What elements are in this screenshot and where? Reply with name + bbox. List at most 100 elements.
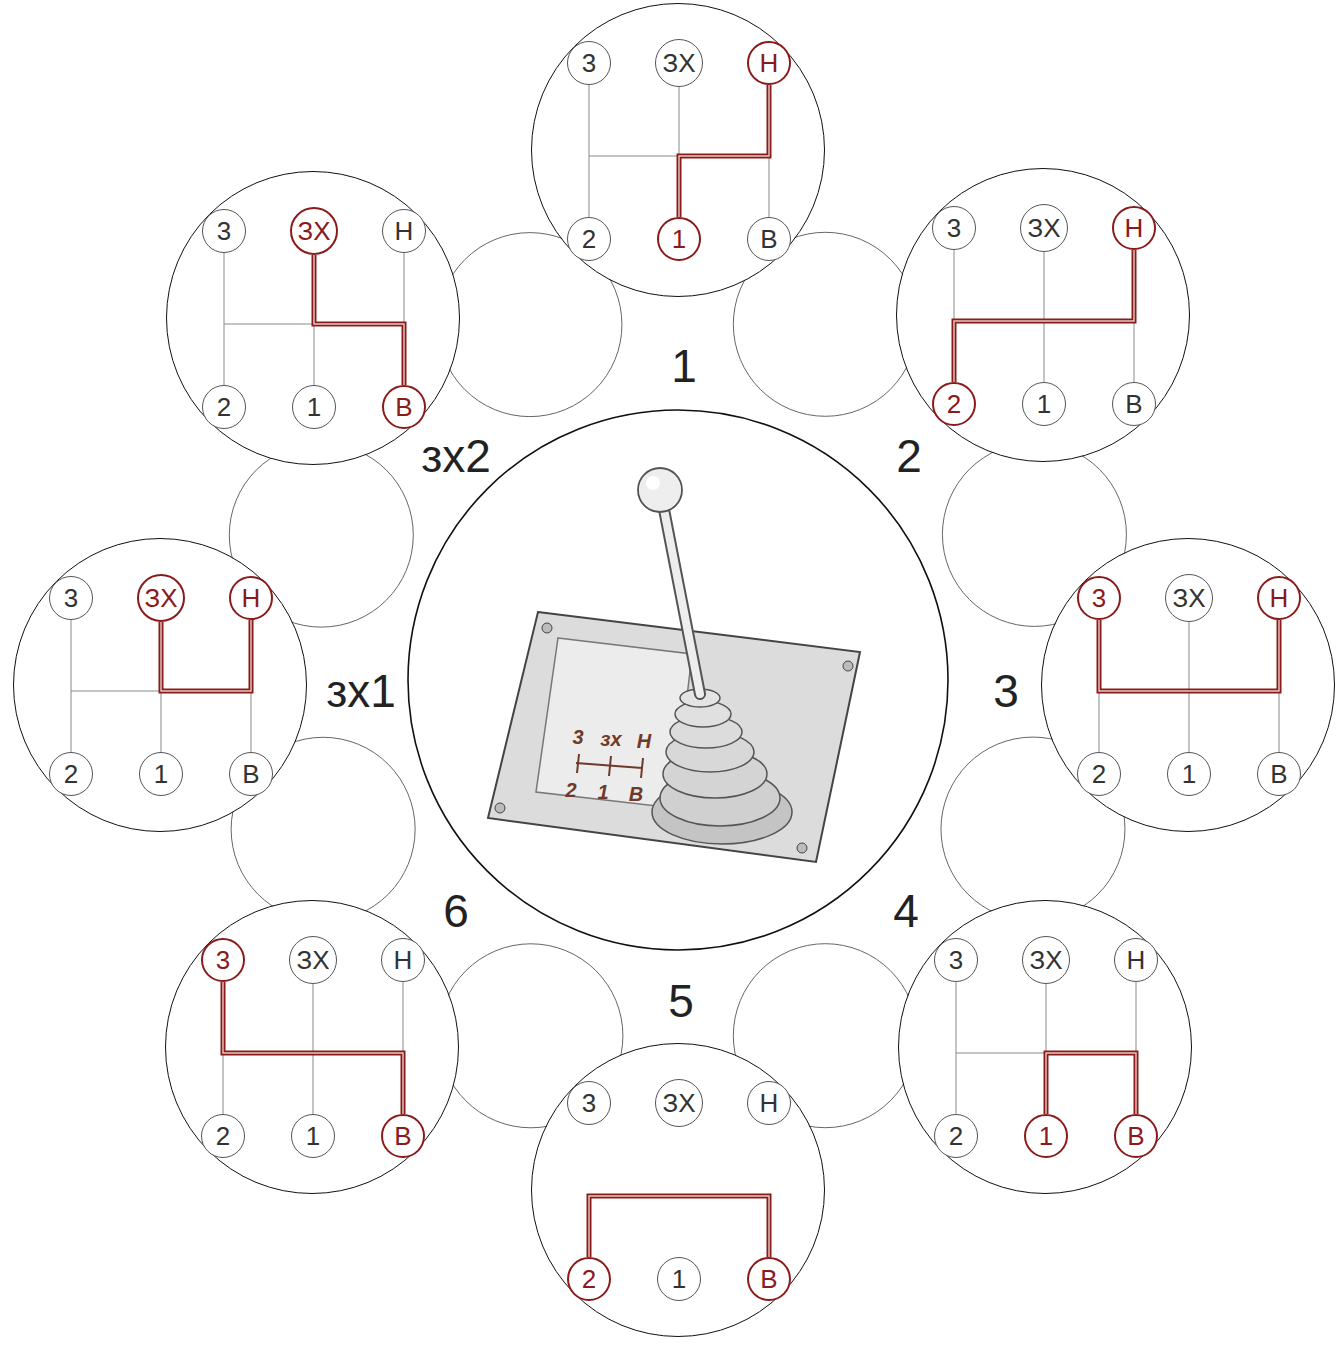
gate-position: 1	[292, 385, 336, 429]
shift-path	[1046, 1053, 1136, 1114]
position-label: ЗХ	[662, 1090, 695, 1116]
gate-position: 2	[567, 217, 611, 261]
shift-path-inner	[161, 620, 251, 691]
gear-circle: зх23ЗХН21В	[166, 171, 460, 465]
position-label: 3	[947, 215, 961, 241]
gear-number: зх2	[421, 433, 491, 479]
gate-position: 2	[934, 1114, 978, 1158]
shift-path	[1099, 620, 1279, 691]
position-label: 2	[949, 1123, 963, 1149]
gate-position: 2	[49, 752, 93, 796]
gear-shifter-illustration	[488, 468, 860, 862]
shift-path-line	[161, 620, 251, 691]
position-label: ЗХ	[297, 218, 330, 244]
gate-position: Н	[747, 41, 791, 85]
gate-position: 1	[657, 217, 701, 261]
gear-circle: 63ЗХН21В	[165, 900, 459, 1194]
position-label: ЗХ	[1027, 215, 1060, 241]
gate-lines	[71, 85, 1279, 1114]
shift-path-inner	[223, 982, 403, 1114]
gear-number: 6	[443, 888, 469, 934]
position-label: 1	[1182, 761, 1196, 787]
scallop-arc	[941, 737, 1125, 921]
position-label: ЗХ	[1172, 585, 1205, 611]
plate-label: Н	[637, 731, 651, 751]
position-label: В	[760, 226, 777, 252]
gate-position: 1	[657, 1257, 701, 1301]
gate-position: 2	[932, 382, 976, 426]
gate-position: 3	[567, 41, 611, 85]
gate-position: Н	[1112, 206, 1156, 250]
scallop-arcs	[14, 4, 1334, 1336]
gate-position: Н	[1114, 938, 1158, 982]
position-label: Н	[1125, 215, 1144, 241]
gear-circle: 33ЗХН21В	[1041, 538, 1335, 832]
gate-position: 1	[291, 1114, 335, 1158]
scallop-arc	[439, 944, 623, 1128]
shift-path-inner	[589, 1196, 769, 1257]
position-label: В	[1125, 391, 1142, 417]
shift-path-line	[314, 255, 404, 385]
gate-position: В	[747, 1257, 791, 1301]
gate-position: 2	[1077, 752, 1121, 796]
position-label: В	[394, 1123, 411, 1149]
position-label: 3	[949, 947, 963, 973]
plate-label: В	[629, 784, 643, 804]
outer-ground	[1042, 539, 1334, 831]
gate-position: ЗХ	[655, 39, 703, 87]
gate-line	[313, 984, 314, 1114]
gear-circle: 13ЗХН21В	[531, 3, 825, 297]
gate-position: ЗХ	[1165, 574, 1213, 622]
gate-position: В	[229, 752, 273, 796]
position-label: В	[242, 761, 259, 787]
scallop-arc	[231, 737, 415, 921]
outer-ground	[899, 901, 1191, 1193]
gate-position: В	[382, 385, 426, 429]
position-label: ЗХ	[144, 585, 177, 611]
gate-position: Н	[1257, 576, 1301, 620]
shift-path-line	[1099, 620, 1279, 691]
scallop-arc	[942, 442, 1126, 626]
gate-position: В	[1257, 752, 1301, 796]
gate-line	[1044, 252, 1045, 382]
position-label: Н	[394, 947, 413, 973]
scallop-arc	[229, 443, 413, 627]
center-circle	[408, 410, 948, 950]
position-label: Н	[760, 1090, 779, 1116]
shift-path	[589, 1196, 769, 1257]
gear-number: 3	[993, 668, 1019, 714]
gate-position: Н	[747, 1081, 791, 1125]
shift-path	[954, 250, 1134, 382]
gate-line	[1189, 622, 1190, 752]
shift-path-inner	[314, 255, 404, 385]
plate-label: 1	[597, 782, 608, 802]
position-label: ЗХ	[296, 947, 329, 973]
shift-path-inner	[1046, 1053, 1136, 1114]
gate-line	[956, 982, 957, 1114]
outer-ground	[167, 172, 459, 464]
gate-position: 1	[139, 752, 183, 796]
scallop-arc	[733, 944, 917, 1128]
position-label: 1	[1039, 1123, 1053, 1149]
gate-position: 3	[1077, 576, 1121, 620]
shift-path-line	[679, 85, 769, 217]
gate-position: 3	[567, 1081, 611, 1125]
position-label: В	[760, 1266, 777, 1292]
position-label: В	[395, 394, 412, 420]
gear-number: 5	[668, 978, 694, 1024]
plate-label: 2	[565, 780, 576, 800]
position-label: 3	[217, 218, 231, 244]
position-label: 1	[672, 1266, 686, 1292]
shift-path-line	[589, 1196, 769, 1257]
plate-label: 3	[572, 727, 583, 747]
position-label: 2	[947, 391, 961, 417]
gear-number: 2	[896, 433, 922, 479]
gate-position: 2	[202, 385, 246, 429]
gear-circle: 23ЗХН21В	[896, 168, 1190, 462]
gate-line	[589, 85, 590, 217]
position-label: 3	[64, 585, 78, 611]
gear-number: зх1	[326, 668, 396, 714]
gate-position: 3	[201, 938, 245, 982]
gate-position: 3	[49, 576, 93, 620]
shift-path-inner	[679, 85, 769, 217]
